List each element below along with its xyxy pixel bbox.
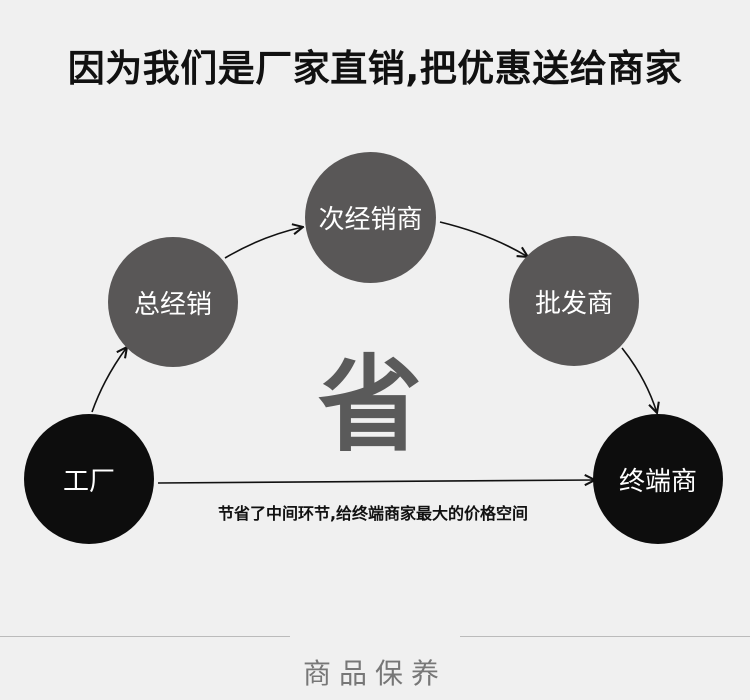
node-wholesaler-label: 批发商 <box>534 288 613 319</box>
arrow-general-to-sub <box>224 227 303 259</box>
node-factory: 工厂 <box>24 414 154 544</box>
node-end-dealer-label: 终端商 <box>618 466 697 497</box>
node-end-dealer: 终端商 <box>593 414 723 544</box>
node-wholesaler: 批发商 <box>509 236 639 366</box>
node-sub-distributor: 次经销商 <box>305 152 436 283</box>
arrow-wholesaler-to-end <box>621 347 657 413</box>
flow-caption: 节省了中间环节,给终端商家最大的价格空间 <box>217 504 529 523</box>
arrow-sub-to-wholesaler <box>439 221 528 257</box>
node-general-distributor: 总经销 <box>108 237 238 367</box>
section-title: 商品保养 <box>302 657 447 690</box>
arrow-factory-to-end <box>157 480 595 483</box>
arrow-factory-to-general <box>91 347 127 413</box>
node-sub-distributor-label: 次经销商 <box>318 205 423 235</box>
save-character: 省 <box>317 344 422 466</box>
footer-rule-left <box>0 636 290 637</box>
page-title: 因为我们是厂家直销,把优惠送给商家 <box>67 47 683 90</box>
node-general-distributor-label: 总经销 <box>133 289 212 320</box>
footer-rule-right <box>460 636 750 637</box>
node-factory-label: 工厂 <box>62 466 115 497</box>
